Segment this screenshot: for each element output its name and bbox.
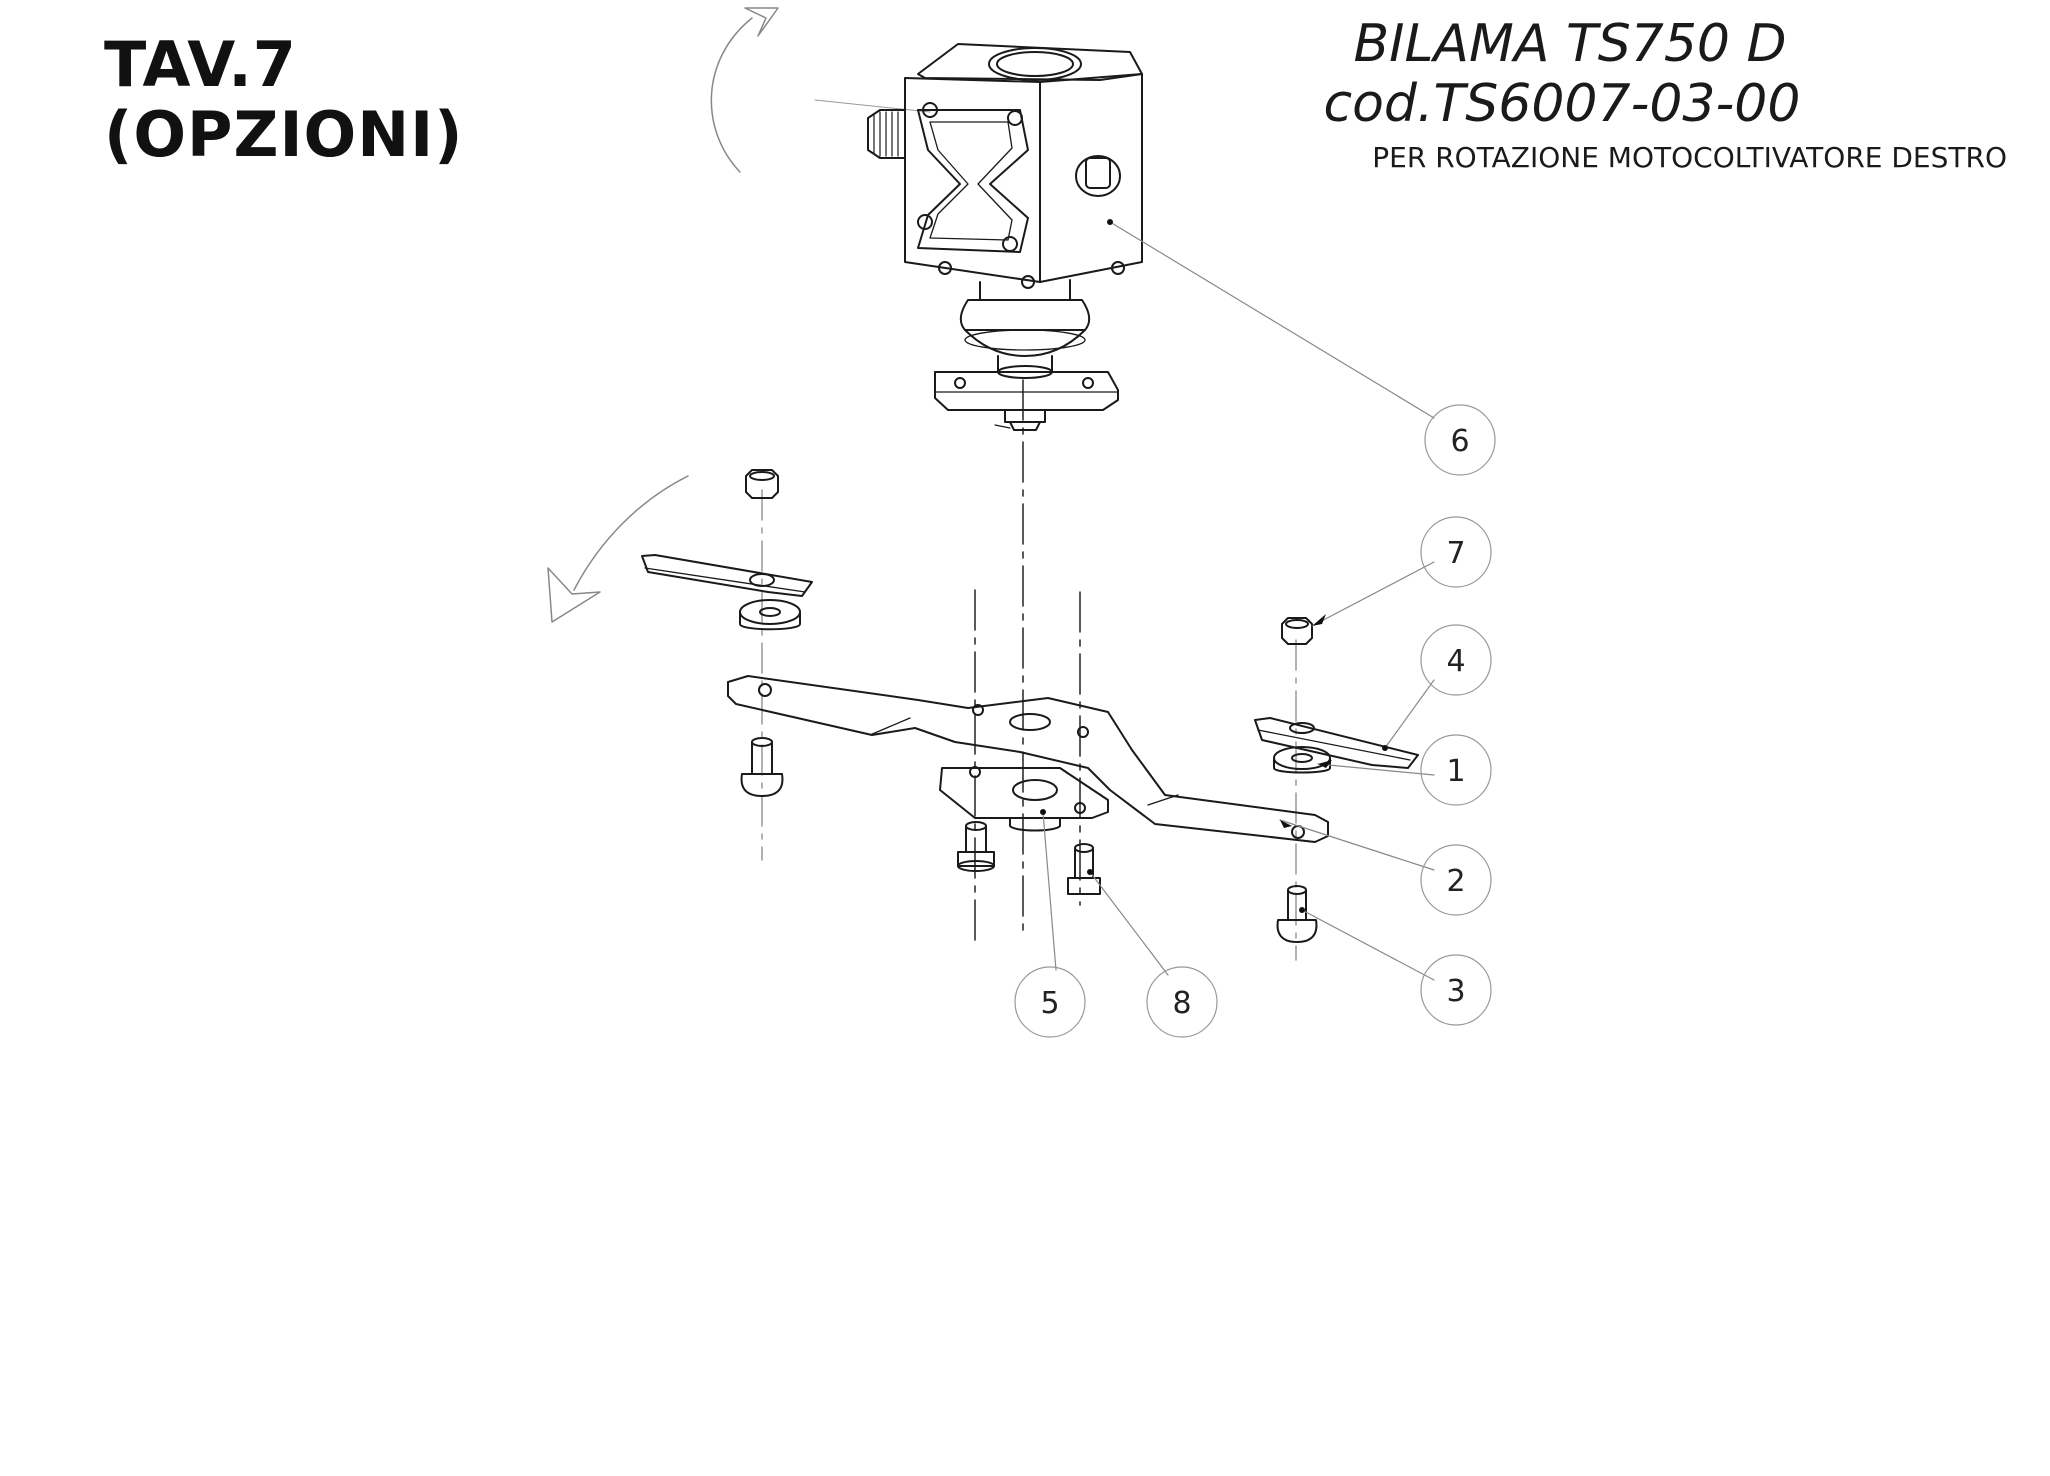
svg-text:8: 8 <box>1172 986 1191 1021</box>
callout-balloon-8: 8 <box>1146 966 1218 1038</box>
right-nut <box>1281 617 1313 645</box>
left-nut <box>745 469 779 499</box>
right-bolt <box>1276 885 1318 943</box>
svg-text:5: 5 <box>1040 986 1059 1021</box>
rotation-arrow-left <box>547 475 689 623</box>
sheet-subtitle: (OPZIONI) <box>104 98 464 171</box>
axis-lines <box>761 99 1297 961</box>
callout-balloon-5: 5 <box>1014 966 1086 1038</box>
svg-text:3: 3 <box>1446 974 1465 1009</box>
left-washer <box>739 599 801 631</box>
left-bolt <box>740 737 784 797</box>
title-block: BILAMA TS750 D cod.TS6007-03-00 PER ROTA… <box>1107 14 2007 176</box>
svg-text:2: 2 <box>1446 864 1465 899</box>
sheet-number: TAV.7 <box>104 28 297 101</box>
hub-screw-right <box>1067 843 1101 895</box>
callout-balloon-3: 3 <box>1420 954 1492 1026</box>
hub-screw-left <box>957 821 995 872</box>
callout-balloon-1: 1 <box>1420 734 1492 806</box>
svg-text:1: 1 <box>1446 754 1465 789</box>
callout-balloon-2: 2 <box>1420 844 1492 916</box>
product-name: BILAMA TS750 D <box>1353 14 1787 74</box>
right-blade <box>1254 717 1419 769</box>
callout-balloon-6: 6 <box>1424 404 1496 476</box>
leader-dots <box>1040 219 1388 913</box>
leader-lines <box>1042 221 1435 981</box>
gearbox-assembly <box>867 43 1143 431</box>
svg-text:4: 4 <box>1446 644 1465 679</box>
rotation-arrow-top <box>710 7 779 173</box>
blade-bar <box>727 675 1329 843</box>
left-blade <box>641 554 813 597</box>
callout-balloon-7: 7 <box>1420 516 1492 588</box>
product-code: cod.TS6007-03-00 <box>1323 74 1801 134</box>
rotation-note: PER ROTAZIONE MOTOCOLTIVATORE DESTRO <box>1372 141 2007 174</box>
svg-text:7: 7 <box>1446 536 1465 571</box>
hub-plate <box>939 766 1109 832</box>
svg-text:6: 6 <box>1450 424 1469 459</box>
callout-balloon-4: 4 <box>1420 624 1492 696</box>
sheet-label: TAV.7 (OPZIONI) <box>104 30 464 170</box>
right-washer <box>1273 746 1331 774</box>
